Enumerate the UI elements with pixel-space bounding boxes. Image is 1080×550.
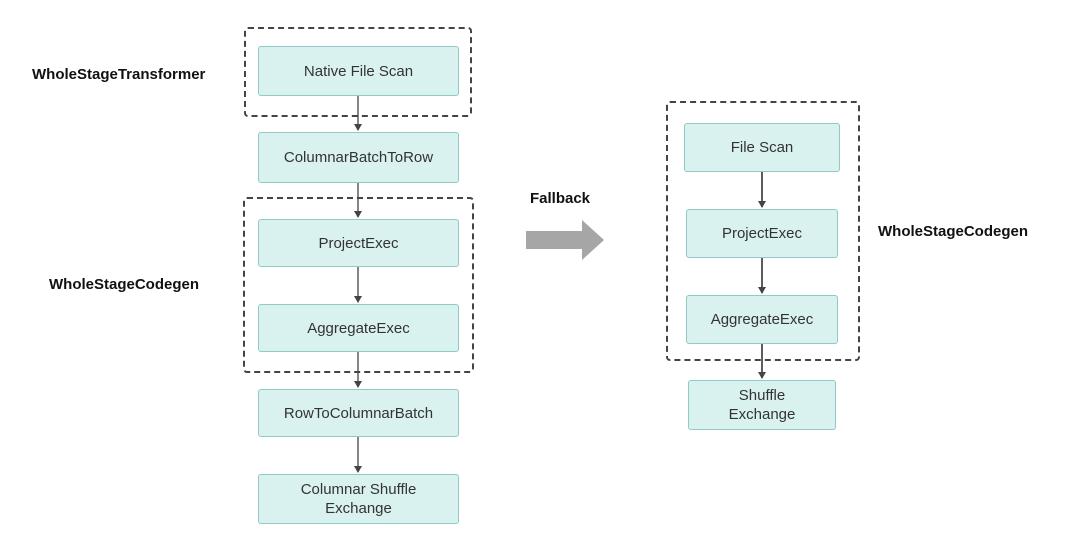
columnar-shuffle-exchange-node: Columnar Shuffle Exchange (258, 474, 459, 524)
aggregate-exec-node-left: AggregateExec (258, 304, 459, 352)
aggregate-exec-node-right: AggregateExec (686, 295, 838, 344)
aggregate-exec-label-left: AggregateExec (307, 319, 410, 337)
file-scan-node: File Scan (684, 123, 840, 172)
native-file-scan-node: Native File Scan (258, 46, 459, 96)
row-to-columnar-batch-label: RowToColumnarBatch (283, 404, 434, 422)
columnar-shuffle-exchange-label: Columnar Shuffle Exchange (300, 481, 417, 517)
shuffle-exchange-label: Shuffle Exchange (728, 387, 796, 423)
fallback-arrow-icon (526, 220, 604, 260)
codegen-group-left (243, 197, 474, 373)
codegen-group-label-right: WholeStageCodegen (878, 223, 1029, 240)
columnar-batch-to-row-node: ColumnarBatchToRow (258, 132, 459, 183)
fallback-label: Fallback (530, 190, 591, 207)
transformer-group (244, 27, 472, 117)
transformer-group-label: WholeStageTransformer (32, 66, 206, 83)
project-exec-label-right: ProjectExec (721, 225, 803, 242)
codegen-group-right (666, 101, 860, 361)
row-to-columnar-batch-node: RowToColumnarBatch (258, 389, 459, 437)
columnar-batch-to-row-label: ColumnarBatchToRow (283, 149, 434, 166)
project-exec-node-left: ProjectExec (258, 219, 459, 267)
aggregate-exec-label-right: AggregateExec (710, 311, 814, 328)
project-exec-label-left: ProjectExec (318, 234, 399, 252)
file-scan-label: File Scan (730, 139, 794, 156)
shuffle-exchange-node: Shuffle Exchange (688, 380, 836, 430)
project-exec-node-right: ProjectExec (686, 209, 838, 258)
codegen-group-label-left: WholeStageCodegen (49, 276, 200, 293)
native-file-scan-label: Native File Scan (303, 62, 414, 80)
